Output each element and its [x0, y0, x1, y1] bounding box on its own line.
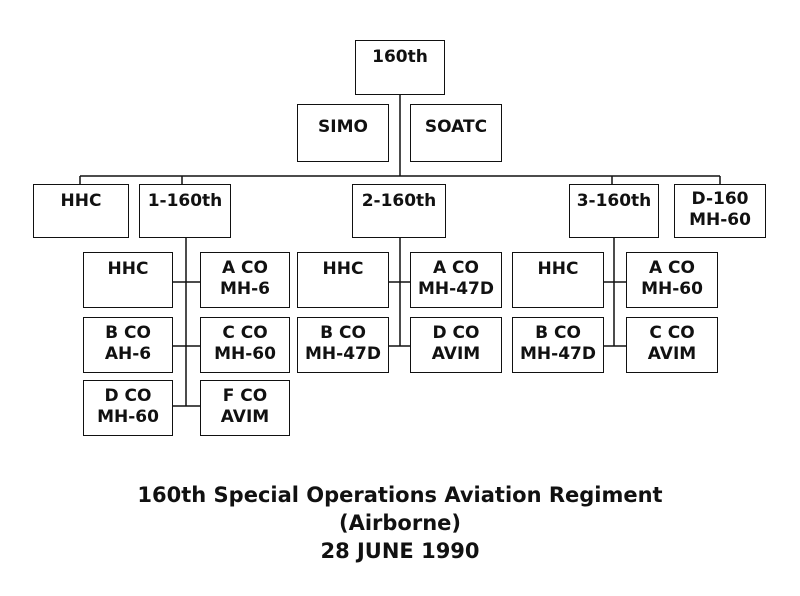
node-label: F CO: [222, 386, 268, 406]
node-2-160th: 2-160th: [352, 184, 446, 238]
node-3-160th-b-co: B CO MH-47D: [512, 317, 604, 373]
node-2-160th-hhc: HHC: [297, 252, 389, 308]
node-label: B CO: [105, 323, 151, 343]
node-1-160th-b-co: B CO AH-6: [83, 317, 173, 373]
node-sublabel: MH-47D: [418, 279, 494, 299]
node-1-160th-c-co: C CO MH-60: [200, 317, 290, 373]
node-3-160th-c-co: C CO AVIM: [626, 317, 718, 373]
node-label: B CO: [320, 323, 366, 343]
node-1-160th-a-co: A CO MH-6: [200, 252, 290, 308]
node-sublabel: AVIM: [647, 344, 697, 364]
node-sublabel: MH-60: [641, 279, 703, 299]
node-label: A CO: [432, 258, 479, 278]
node-sublabel: AH-6: [104, 344, 152, 364]
node-3-160th-a-co: A CO MH-60: [626, 252, 718, 308]
node-sublabel: MH-47D: [305, 344, 381, 364]
node-d-160: D-160 MH-60: [674, 184, 766, 238]
node-1-160th-hhc: HHC: [83, 252, 173, 308]
node-label: HHC: [60, 191, 102, 211]
caption-line-1: 160th Special Operations Aviation Regime…: [137, 483, 663, 507]
node-label: HHC: [107, 259, 149, 279]
node-label: A CO: [221, 258, 268, 278]
node-sublabel: MH-60: [689, 210, 751, 230]
node-sublabel: MH-60: [97, 407, 159, 427]
node-1-160th: 1-160th: [139, 184, 231, 238]
node-label: D-160: [691, 189, 749, 209]
node-3-160th-hhc: HHC: [512, 252, 604, 308]
node-label: HHC: [322, 259, 364, 279]
node-2-160th-a-co: A CO MH-47D: [410, 252, 502, 308]
node-soatc: SOATC: [410, 104, 502, 162]
node-3-160th: 3-160th: [569, 184, 659, 238]
node-label: 3-160th: [576, 191, 652, 211]
node-label: A CO: [648, 258, 695, 278]
node-sublabel: MH-60: [214, 344, 276, 364]
node-160th: 160th: [355, 40, 445, 95]
node-label: 1-160th: [147, 191, 223, 211]
node-1-160th-d-co: D CO MH-60: [83, 380, 173, 436]
caption-line-2: (Airborne): [338, 511, 461, 535]
node-label: C CO: [222, 323, 268, 343]
node-label: SOATC: [424, 117, 488, 137]
node-label: D CO: [432, 323, 480, 343]
node-label: 2-160th: [361, 191, 437, 211]
node-label: C CO: [649, 323, 695, 343]
node-2-160th-d-co: D CO AVIM: [410, 317, 502, 373]
node-1-160th-f-co: F CO AVIM: [200, 380, 290, 436]
node-label: B CO: [535, 323, 581, 343]
node-label: HHC: [537, 259, 579, 279]
node-sublabel: MH-6: [219, 279, 271, 299]
node-hhc: HHC: [33, 184, 129, 238]
node-label: D CO: [104, 386, 152, 406]
node-sublabel: MH-47D: [520, 344, 596, 364]
node-sublabel: AVIM: [220, 407, 270, 427]
node-label: 160th: [372, 47, 428, 67]
node-2-160th-b-co: B CO MH-47D: [297, 317, 389, 373]
node-simo: SIMO: [297, 104, 389, 162]
node-label: SIMO: [318, 117, 368, 137]
caption-line-3: 28 JUNE 1990: [320, 539, 480, 563]
node-sublabel: AVIM: [431, 344, 481, 364]
